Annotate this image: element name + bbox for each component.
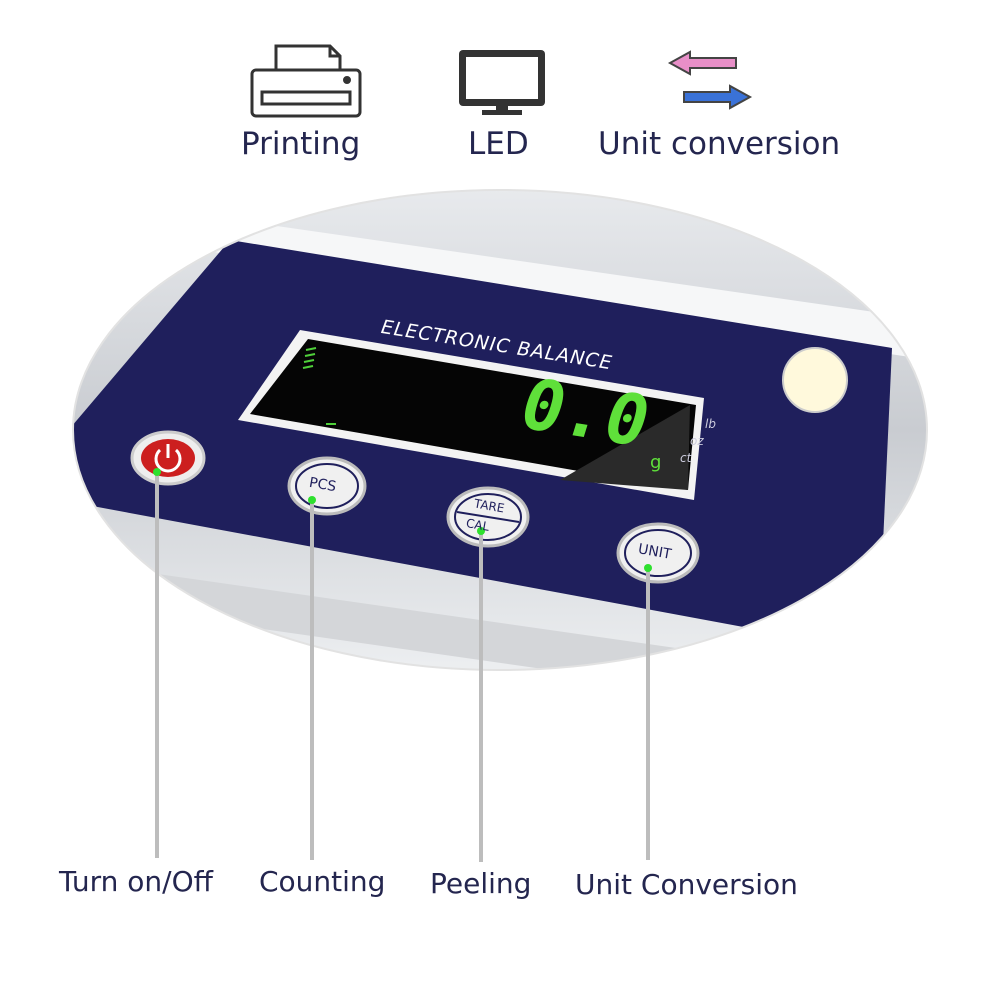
level-bubble: [782, 347, 848, 413]
callout-unit-conversion: Unit Conversion: [575, 868, 798, 901]
tare-button[interactable]: [446, 486, 530, 548]
lcd-display: [250, 339, 696, 490]
callout-turn-on-off: Turn on/Off: [59, 865, 213, 898]
callout-peeling: Peeling: [430, 867, 532, 900]
feature-label-printing: Printing: [241, 126, 361, 162]
unit-lb: lb: [705, 417, 716, 431]
unit-ct: ct: [680, 451, 692, 465]
feature-label-unit-conversion: Unit conversion: [598, 126, 841, 162]
power-icon: [154, 448, 182, 473]
callout-counting: Counting: [259, 865, 386, 898]
reading-unit: g: [650, 452, 662, 473]
monitor-icon: [459, 50, 545, 115]
callout-lines: [155, 472, 650, 862]
printer-icon: [250, 44, 362, 118]
unit-button[interactable]: [616, 522, 700, 584]
weight-reading: 0.0: [510, 363, 660, 463]
power-button[interactable]: [130, 430, 206, 486]
feature-label-led: LED: [468, 126, 529, 162]
arrows-exchange-icon: [667, 50, 753, 110]
feature-icons: [250, 44, 753, 118]
unit-oz: oz: [690, 434, 704, 448]
